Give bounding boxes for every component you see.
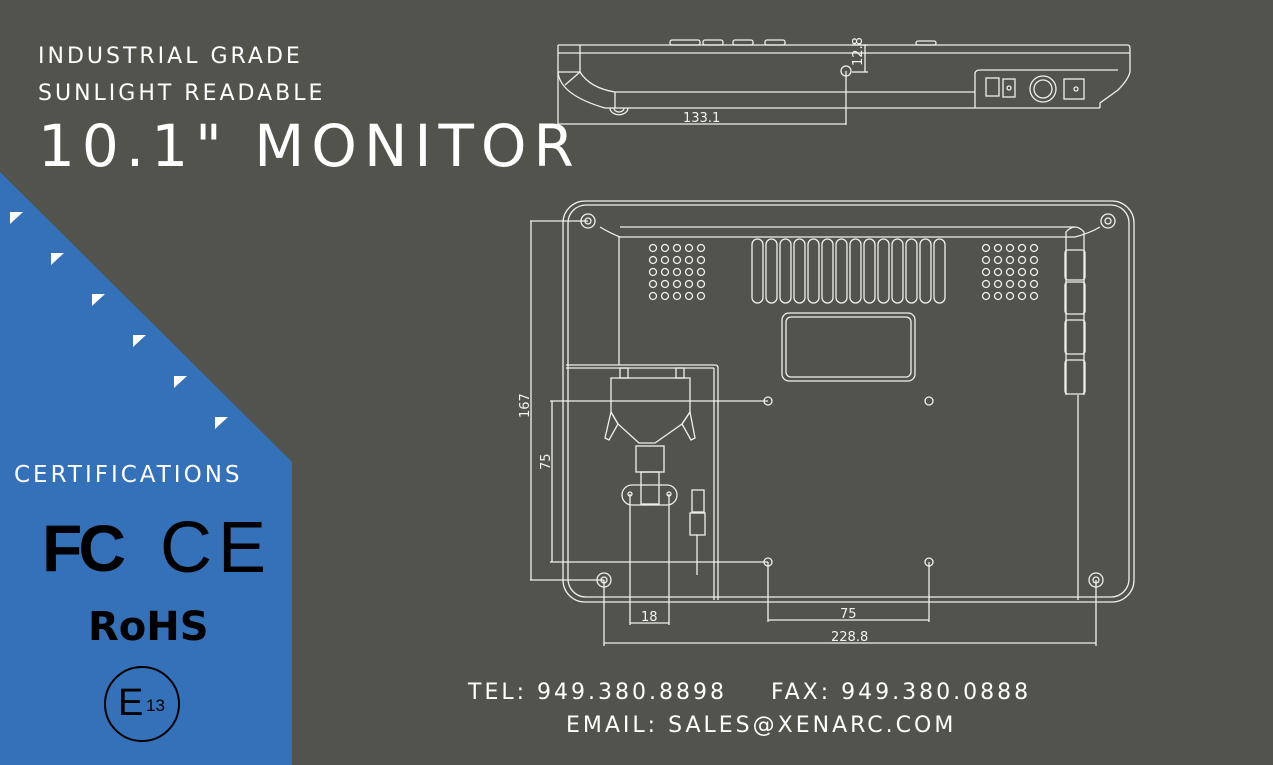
fax-label: FAX:: [770, 680, 832, 705]
tel-label: TEL:: [468, 680, 528, 705]
e13-number: 13: [146, 696, 165, 715]
dim-vesa-vertical-label: 75: [539, 453, 554, 470]
back-view-drawing: [530, 200, 1135, 646]
page-title: 10.1" MONITOR: [38, 112, 581, 180]
dim-connector-spacing-label: 18: [641, 610, 658, 625]
connector-panel-drawing: [566, 237, 719, 600]
e13-logo-icon: E 13: [104, 666, 180, 742]
contact-phone-line: TEL: 949.380.8898 FAX: 949.380.0888: [0, 680, 1273, 705]
dim-thickness-label: 12.8: [851, 37, 866, 66]
fcc-logo-icon: FC: [42, 511, 126, 585]
tel-number[interactable]: 949.380.8898: [537, 680, 727, 705]
dim-vesa-horizontal-label: 75: [840, 607, 857, 622]
certifications-heading: CERTIFICATIONS: [14, 462, 243, 488]
dim-height-label: 167: [518, 393, 533, 418]
subtitle-industrial-grade: INDUSTRIAL GRADE: [38, 44, 303, 69]
ce-logo-icon: CE: [160, 508, 273, 588]
email-label: EMAIL:: [566, 713, 659, 738]
dim-length-label: 133.1: [683, 111, 720, 126]
subtitle-sunlight-readable: SUNLIGHT READABLE: [38, 81, 326, 106]
fax-number: 949.380.0888: [841, 680, 1032, 705]
side-view-drawing: [557, 39, 1131, 128]
e13-letter: E: [118, 682, 144, 724]
speaker-grid-right: [981, 243, 1039, 301]
vent-slots: [751, 238, 946, 304]
antenna-drawing: [1064, 226, 1086, 600]
email-address[interactable]: SALES@XENARC.COM: [668, 713, 957, 738]
dim-width-label: 228.8: [831, 630, 868, 645]
contact-email-line: EMAIL: SALES@XENARC.COM: [0, 713, 1273, 738]
rohs-logo-icon: RoHS: [88, 604, 209, 650]
speaker-grid-left: [648, 243, 706, 301]
